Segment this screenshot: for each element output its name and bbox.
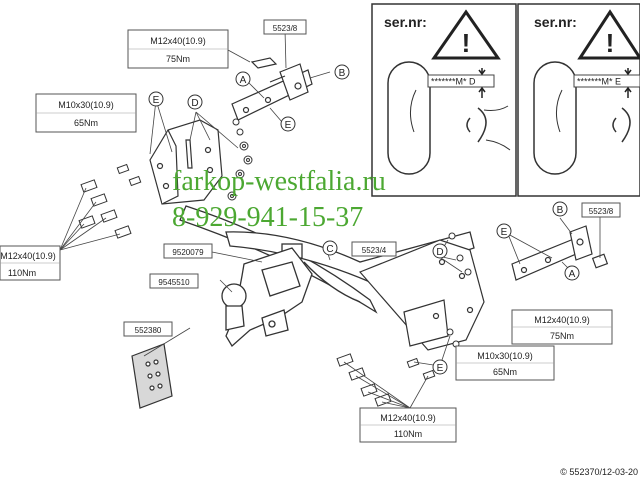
torque-right-spec: M12x40(10.9) [534, 315, 590, 325]
warning-triangle-icon: ! [431, 9, 501, 60]
torque-far-left-nm: 110Nm [8, 268, 36, 278]
right-mount-plate [358, 239, 485, 351]
watermark-phone: 8-929-941-15-37 [172, 202, 363, 233]
left-mount-plate [149, 119, 223, 205]
callout-letters: A B E D E C E B A D E [148, 64, 580, 375]
torque-left-spec: M10x30(10.9) [58, 100, 114, 110]
letter-d-left: D [191, 98, 198, 109]
letter-b-top: B [339, 68, 346, 79]
right-side-bracket [511, 225, 609, 281]
left-side-bracket [231, 57, 313, 121]
serial-title-left: ser.nr: [384, 14, 427, 30]
letter-a-top: A [240, 75, 247, 86]
torque-labels: M12x40(10.9) 75Nm M10x30(10.9) 65Nm M12x… [0, 29, 613, 443]
torque-right-nm: 75Nm [550, 331, 574, 341]
svg-text:!: ! [462, 28, 471, 58]
torque-top-left-nm: 75Nm [166, 54, 190, 64]
tow-ball-assembly [221, 243, 313, 348]
warning-triangle-icon: ! [577, 9, 640, 60]
torque-bottom-spec: M12x40(10.9) [380, 413, 436, 423]
part-9520079: 9520079 [172, 248, 204, 257]
torque-top-left-spec: M12x40(10.9) [150, 36, 206, 46]
eye-icon [612, 107, 631, 143]
serial-code-right: *******M* E [577, 77, 621, 87]
part-9545510: 9545510 [158, 278, 190, 287]
letter-b-right: B [557, 205, 564, 216]
serial-panel-right: ser.nr: ! *******M* E [517, 3, 640, 197]
serial-code-left: *******M* D [431, 77, 476, 87]
serial-title-right: ser.nr: [534, 14, 577, 30]
socket-plate [131, 343, 173, 409]
letter-e-left: E [153, 95, 160, 106]
copyright-code: © 552370/12-03-20 [560, 467, 638, 477]
torque-bottom-nm: 110Nm [394, 429, 422, 439]
letter-e-top: E [285, 120, 292, 131]
torque-far-left-spec: M12x40(10.9) [0, 251, 56, 261]
svg-text:!: ! [606, 28, 615, 58]
torque-left-nm: 65Nm [74, 118, 98, 128]
part-5523-4: 5523/4 [362, 246, 387, 255]
part-552380: 552380 [135, 326, 162, 335]
letter-e-right: E [501, 227, 508, 238]
watermark-site: farkop-westfalia.ru [172, 166, 386, 197]
torque-mid-right-nm: 65Nm [493, 367, 517, 377]
letter-d-right: D [436, 247, 443, 258]
part-number-labels: 5523/8 5523/8 5523/4 9520079 9545510 552… [123, 19, 621, 337]
part-5523-8-top: 5523/8 [273, 24, 298, 33]
letter-c: C [326, 244, 333, 255]
serial-panel-left: ser.nr: ! *******M* D [371, 3, 517, 197]
watermark: farkop-westfalia.ru 8-929-941-15-37 [172, 166, 386, 233]
letter-a-right: A [569, 269, 576, 280]
part-5523-8-right: 5523/8 [589, 207, 614, 216]
letter-e-bottom: E [437, 363, 444, 374]
torque-mid-right-spec: M10x30(10.9) [477, 351, 533, 361]
right-bolts [336, 232, 472, 407]
eye-icon [466, 105, 511, 151]
